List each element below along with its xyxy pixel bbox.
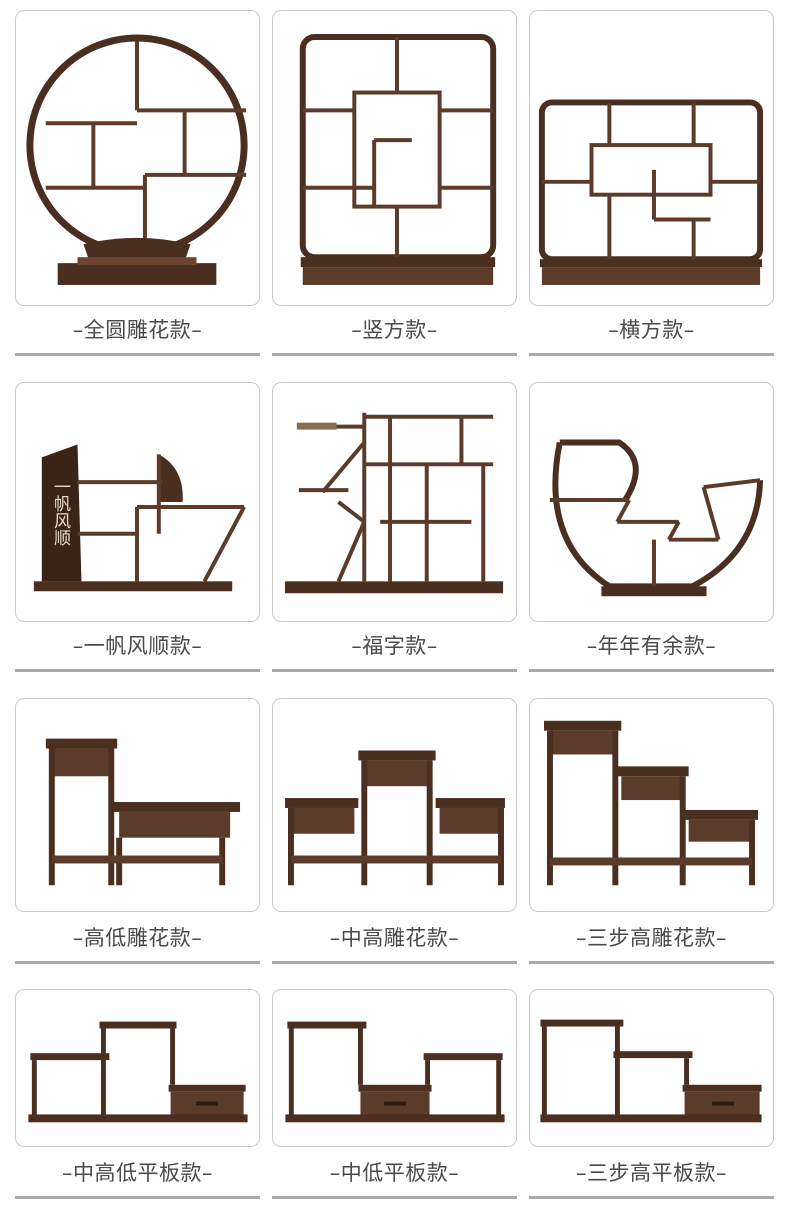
product-label-10: –中高低平板款– bbox=[62, 1161, 213, 1185]
product-card-2[interactable] bbox=[272, 10, 517, 306]
product-label-5: –福字款– bbox=[351, 634, 438, 658]
product-card-11[interactable] bbox=[272, 989, 517, 1147]
product-card-10[interactable] bbox=[15, 989, 260, 1147]
product-card-4[interactable]: 一帆风顺 bbox=[15, 382, 260, 622]
high-low-carved-stand-icon bbox=[45, 738, 241, 886]
middle-high-low-flat-stand-icon bbox=[28, 1021, 248, 1123]
round-carved-shelf-icon bbox=[26, 34, 248, 285]
three-step-flat-stand-icon bbox=[540, 1019, 762, 1123]
product-label-9: –三步高雕花款– bbox=[576, 926, 727, 950]
smooth-sailing-shelf-icon bbox=[33, 444, 246, 592]
product-divider-11 bbox=[272, 1196, 517, 1199]
product-divider-6 bbox=[529, 669, 774, 672]
product-label-7: –高低雕花款– bbox=[72, 926, 203, 950]
horizontal-square-shelf-icon bbox=[538, 99, 764, 285]
product-label-4: –一帆风顺款– bbox=[72, 634, 203, 658]
product-label-12: –三步高平板款– bbox=[576, 1161, 727, 1185]
middle-low-flat-stand-icon bbox=[285, 1021, 505, 1123]
product-divider-4 bbox=[15, 669, 260, 672]
three-step-carved-stand-icon bbox=[544, 720, 758, 886]
product-label-6: –年年有余款– bbox=[586, 634, 717, 658]
product-card-3[interactable] bbox=[529, 10, 774, 306]
product-divider-1 bbox=[15, 353, 260, 356]
vertical-square-shelf-icon bbox=[299, 34, 497, 285]
product-divider-8 bbox=[272, 961, 517, 964]
middle-high-carved-stand-icon bbox=[285, 750, 505, 886]
product-divider-5 bbox=[272, 669, 517, 672]
abundance-shelf-icon bbox=[549, 439, 764, 597]
product-card-12[interactable] bbox=[529, 989, 774, 1147]
product-card-8[interactable] bbox=[272, 698, 517, 912]
product-card-9[interactable] bbox=[529, 698, 774, 912]
product-divider-9 bbox=[529, 961, 774, 964]
product-divider-7 bbox=[15, 961, 260, 964]
fu-character-shelf-icon bbox=[284, 412, 504, 594]
product-divider-10 bbox=[15, 1196, 260, 1199]
calligraphy-text: 一帆风顺 bbox=[50, 478, 70, 546]
product-label-2: –竖方款– bbox=[351, 318, 438, 342]
product-divider-2 bbox=[272, 353, 517, 356]
product-divider-12 bbox=[529, 1196, 774, 1199]
product-card-5[interactable] bbox=[272, 382, 517, 622]
product-label-3: –横方款– bbox=[608, 318, 695, 342]
product-label-1: –全圆雕花款– bbox=[72, 318, 203, 342]
product-label-8: –中高雕花款– bbox=[329, 926, 460, 950]
product-label-11: –中低平板款– bbox=[329, 1161, 460, 1185]
product-card-6[interactable] bbox=[529, 382, 774, 622]
product-divider-3 bbox=[529, 353, 774, 356]
product-card-7[interactable] bbox=[15, 698, 260, 912]
product-card-1[interactable] bbox=[15, 10, 260, 306]
